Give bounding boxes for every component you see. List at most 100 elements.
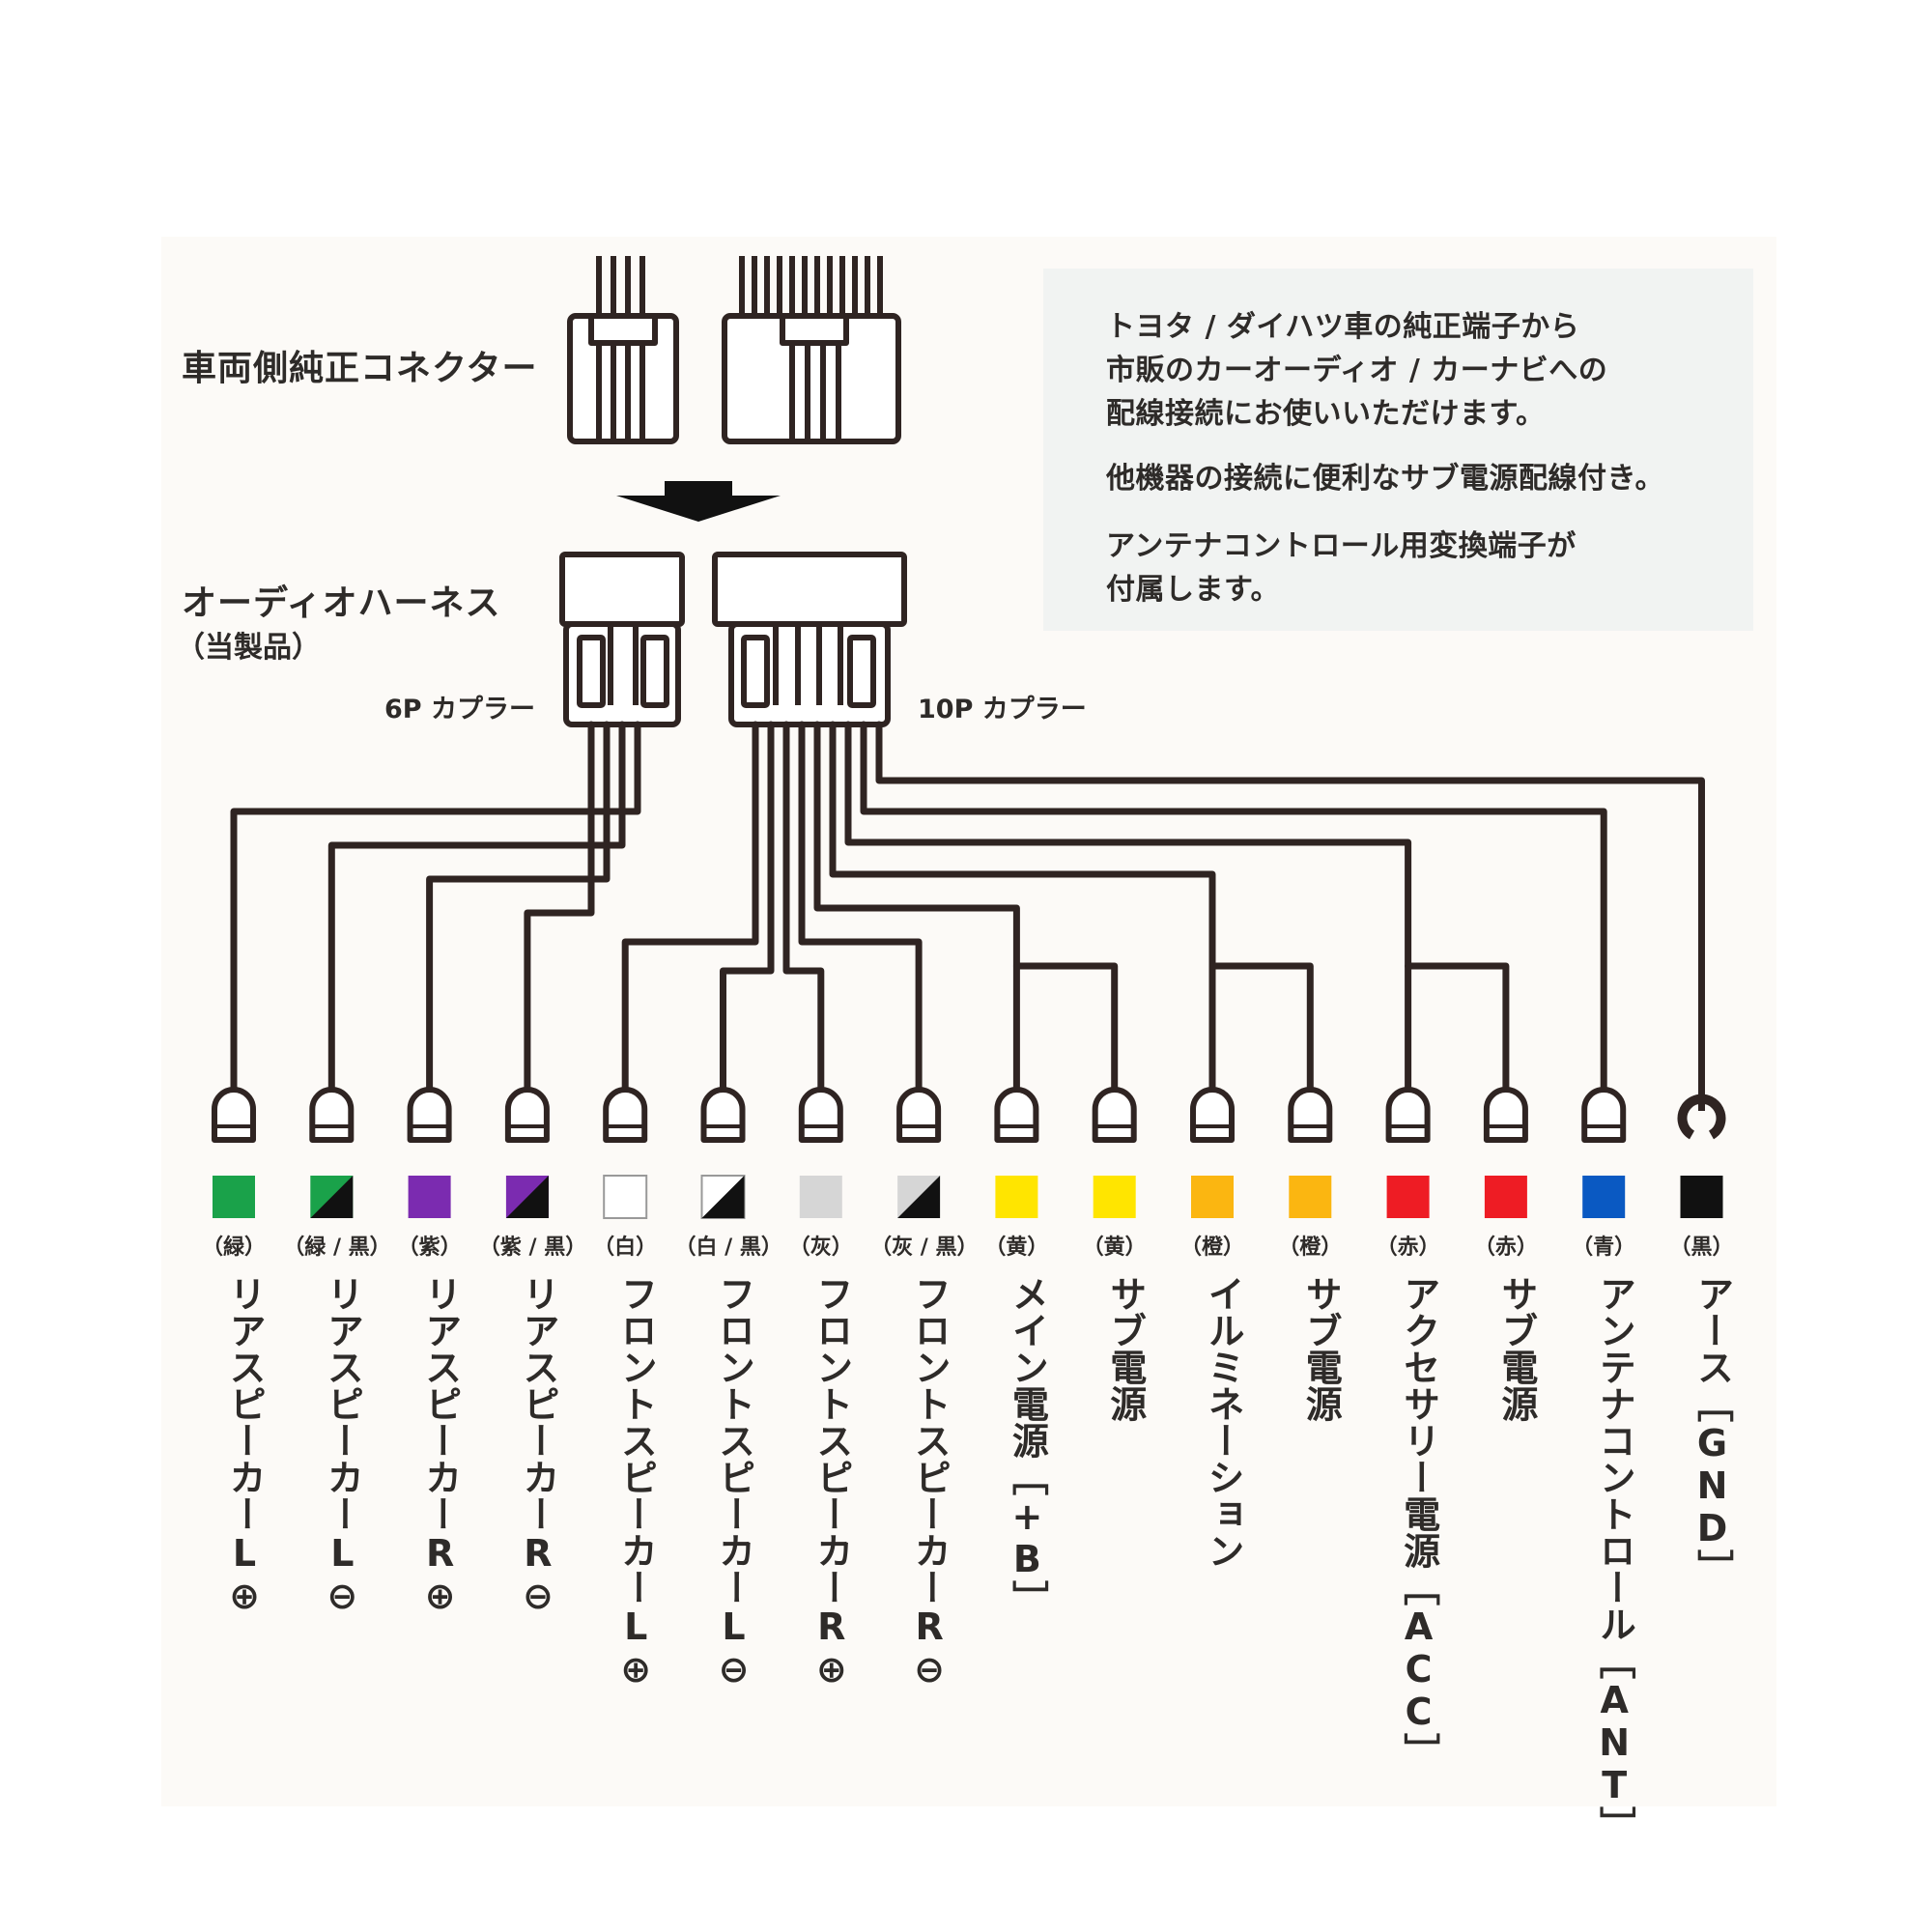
- wire: [426, 721, 611, 1094]
- terminal-icon: [1483, 1087, 1528, 1143]
- vehicle-connector-10p: [722, 256, 901, 444]
- wire: [798, 721, 923, 1094]
- wire-function-label: アクセサリー電源［ACC］: [1397, 1275, 1440, 1770]
- wire-function-label: メイン電源［+B］: [1006, 1275, 1049, 1617]
- wire-function-label: アンテナコントロール［ANT］: [1593, 1275, 1636, 1843]
- coupler-10p-label: 10P カプラー: [918, 695, 1087, 724]
- wire-color-name: （緑 / 黒）: [283, 1236, 391, 1260]
- wire-color-name: （紫 / 黒）: [478, 1236, 587, 1260]
- wire: [621, 721, 759, 1094]
- terminal-icon: [896, 1087, 942, 1143]
- color-swatch-stripe: [897, 1176, 941, 1218]
- wire-color-name: （白）: [593, 1236, 658, 1260]
- terminal-icon: [1288, 1087, 1333, 1143]
- wire-function-label: サブ電源: [1299, 1275, 1343, 1422]
- terminal-icon: [1092, 1087, 1137, 1143]
- terminal-icon: [309, 1087, 355, 1143]
- wire-color-name: （橙）: [1278, 1236, 1343, 1260]
- color-swatch: [213, 1176, 255, 1218]
- color-swatch: [603, 1175, 648, 1219]
- color-swatch: [408, 1176, 451, 1218]
- wire-function-label: アース［GND］: [1690, 1275, 1734, 1586]
- wire-layer: [230, 721, 1705, 1105]
- wire: [813, 721, 1020, 1094]
- wire-color-name: （黄）: [1082, 1236, 1147, 1260]
- color-swatch: [799, 1176, 842, 1218]
- harness-sublabel: （当製品）: [176, 631, 321, 665]
- wire: [524, 721, 595, 1094]
- terminal-icon: [504, 1087, 550, 1143]
- wire: [1012, 962, 1119, 1094]
- vehicle-connector-6p: [567, 256, 679, 444]
- terminal-icon: [1385, 1087, 1431, 1143]
- color-swatch: [1582, 1176, 1626, 1218]
- harness-coupler-6p: [559, 552, 685, 727]
- wire-function-label: サブ電源: [1103, 1275, 1147, 1422]
- terminal-icon: [212, 1087, 256, 1143]
- info-line: 他機器の接続に便利なサブ電源配線付き。: [1106, 462, 1664, 496]
- wire-function-label: フロントスピーカーL⊕: [614, 1275, 658, 1690]
- wire-color-name: （橙）: [1179, 1236, 1244, 1260]
- terminal-icon: [700, 1087, 746, 1143]
- terminal-icon: [603, 1087, 648, 1143]
- wire: [829, 721, 1216, 1094]
- terminal-layer: [212, 1087, 1726, 1143]
- wire-function-label: リアスピーカーL⊖: [321, 1275, 364, 1617]
- color-swatch-stripe: [505, 1176, 549, 1218]
- harness-label: オーディオハーネス: [182, 583, 501, 623]
- color-swatch: [1191, 1176, 1234, 1218]
- wire: [875, 721, 1705, 1105]
- terminal-icon: [1190, 1087, 1235, 1143]
- wire: [230, 721, 641, 1094]
- wire-color-name: （黒）: [1669, 1236, 1734, 1260]
- coupler-6p-label: 6P カプラー: [384, 695, 535, 724]
- info-line: 市販のカーオーディオ / カーナビへの: [1106, 354, 1608, 387]
- wire-color-name: （黄）: [984, 1236, 1049, 1260]
- wire-color-name: （灰）: [788, 1236, 853, 1260]
- info-line: トヨタ / ダイハツ車の純正端子から: [1106, 310, 1580, 344]
- color-swatch: [1680, 1176, 1723, 1218]
- wire-function-label: リアスピーカーR⊕: [418, 1275, 462, 1617]
- wire-function-label: フロントスピーカーL⊖: [712, 1275, 755, 1690]
- wire-function-label: イルミネーション: [1202, 1275, 1244, 1569]
- color-swatch: [1093, 1176, 1136, 1218]
- terminal-icon: [994, 1087, 1039, 1143]
- color-swatch-stripe: [310, 1176, 354, 1218]
- info-line: 付属します。: [1106, 573, 1280, 607]
- wire-function-label: リアスピーカーR⊖: [516, 1275, 559, 1617]
- color-swatch: [1484, 1176, 1527, 1218]
- info-line: 配線接続にお使いいただけます。: [1106, 397, 1546, 431]
- wire-color-name: （青）: [1572, 1236, 1636, 1260]
- terminal-icon: [407, 1087, 452, 1143]
- wire-color-name: （緑）: [201, 1236, 266, 1260]
- wire-color-name: （灰 / 黒）: [870, 1236, 979, 1260]
- wire-color-name: （白 / 黒）: [674, 1236, 782, 1260]
- wire-color-name: （紫）: [397, 1236, 462, 1260]
- wire-function-label: フロントスピーカーR⊕: [810, 1275, 853, 1690]
- color-swatch-stripe: [701, 1176, 745, 1218]
- wire-function-label: サブ電源: [1494, 1275, 1538, 1422]
- info-box: [1043, 269, 1753, 631]
- wire-color-name: （赤）: [1376, 1236, 1440, 1260]
- wire: [860, 721, 1607, 1094]
- wire-function-label: フロントスピーカーR⊖: [908, 1275, 952, 1690]
- info-line: アンテナコントロール用変換端子が: [1106, 529, 1577, 563]
- color-swatch: [1289, 1176, 1332, 1218]
- down-arrow-icon: [616, 481, 781, 522]
- wire: [1405, 962, 1510, 1094]
- wire: [720, 721, 775, 1094]
- wire: [327, 721, 626, 1094]
- color-swatch: [995, 1176, 1038, 1218]
- wire: [782, 721, 825, 1094]
- wire-function-label: リアスピーカーL⊕: [223, 1275, 266, 1617]
- wire: [1208, 962, 1314, 1094]
- ground-ring-icon: [1677, 1094, 1726, 1140]
- terminal-icon: [1581, 1087, 1627, 1143]
- wire-color-name: （赤）: [1473, 1236, 1538, 1260]
- vehicle-connector-label: 車両側純正コネクター: [182, 349, 538, 388]
- harness-coupler-10p: [712, 552, 907, 727]
- terminal-icon: [798, 1087, 843, 1143]
- swatch-layer: [213, 1175, 1723, 1219]
- color-swatch: [1386, 1176, 1430, 1218]
